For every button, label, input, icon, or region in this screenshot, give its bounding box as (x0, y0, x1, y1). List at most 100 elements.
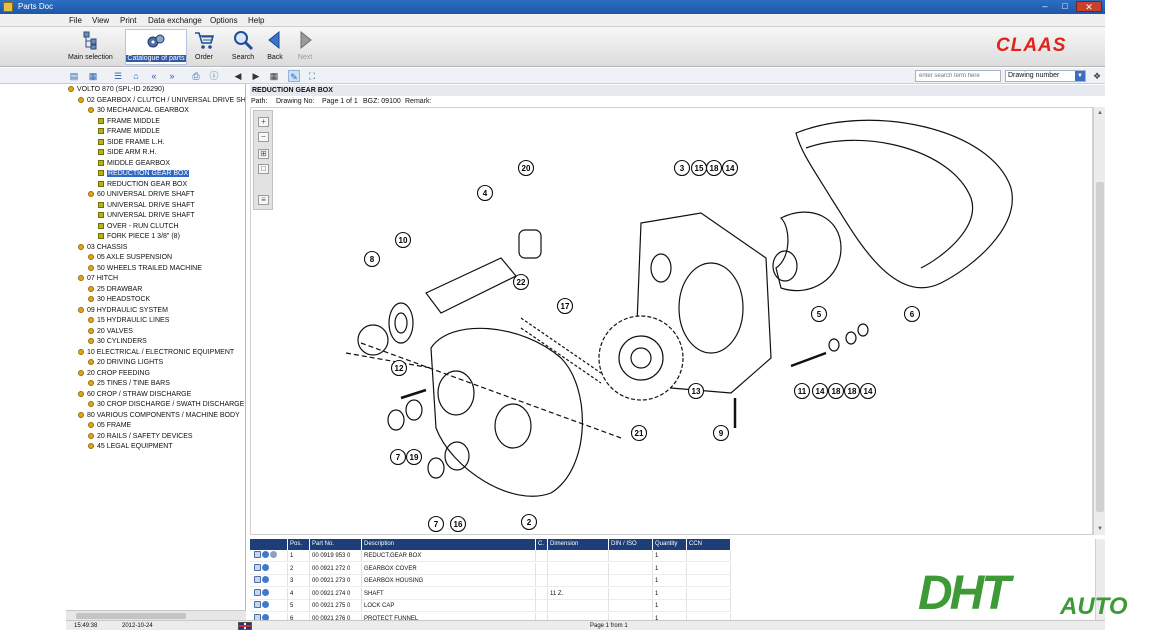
tree-item[interactable]: FRAME MIDDLE (98, 117, 160, 127)
tree-item[interactable]: 20 CROP FEEDING (78, 369, 150, 379)
callout-14[interactable]: 14 (859, 382, 877, 400)
grid-icon[interactable]: ▦ (269, 71, 279, 81)
callout-5[interactable]: 5 (810, 305, 828, 323)
attachment-icon[interactable] (270, 551, 277, 558)
callout-13[interactable]: 13 (687, 382, 705, 400)
col-part-no[interactable]: Part No. (310, 539, 362, 550)
order-button[interactable]: Order (192, 29, 216, 61)
view-list-icon[interactable]: ▤ (69, 71, 79, 81)
callout-2[interactable]: 2 (520, 513, 538, 531)
tree-item[interactable]: SIDE ARM R.H. (98, 148, 156, 158)
callout-6[interactable]: 6 (903, 305, 921, 323)
callout-7[interactable]: 7 (427, 515, 445, 533)
tree-item[interactable]: UNIVERSAL DRIVE SHAFT (98, 211, 195, 221)
parts-vertical-scrollbar[interactable] (1095, 539, 1105, 621)
info-icon[interactable] (262, 588, 269, 596)
col-pos[interactable]: Pos. (288, 539, 310, 550)
tree-item[interactable]: UNIVERSAL DRIVE SHAFT (98, 201, 195, 211)
callout-7[interactable]: 7 (389, 448, 407, 466)
callout-10[interactable]: 10 (394, 231, 412, 249)
zoom-page-button[interactable]: □ (258, 164, 269, 174)
add-to-cart-icon[interactable] (254, 576, 261, 583)
callout-8[interactable]: 8 (363, 250, 381, 268)
tree-item[interactable]: 45 LEGAL EQUIPMENT (88, 442, 173, 452)
tree-item[interactable]: 30 HEADSTOCK (88, 295, 150, 305)
chevron-down-icon[interactable]: ▼ (1075, 71, 1085, 81)
print-icon[interactable]: ⎙ (192, 71, 200, 81)
tree-item[interactable]: SIDE FRAME L.H. (98, 138, 165, 148)
info-icon[interactable] (262, 563, 269, 571)
tree-item[interactable]: MIDDLE GEARBOX (98, 159, 170, 169)
tree-item[interactable]: 30 CROP DISCHARGE / SWATH DISCHARGE / SW… (88, 400, 245, 410)
close-button[interactable]: ✕ (1076, 1, 1102, 12)
zoom-fit-button[interactable]: ⊞ (258, 149, 269, 159)
next-page-icon[interactable]: ▶ (252, 71, 260, 81)
tree-item[interactable]: FORK PIECE 1 3/8" (8) (98, 232, 180, 242)
tree-item[interactable]: 20 DRIVING LIGHTS (88, 358, 163, 368)
tree-item[interactable]: REDUCTION GEAR BOX (98, 169, 190, 179)
tree-item[interactable]: OVER - RUN CLUTCH (98, 222, 179, 232)
callout-3[interactable]: 3 (673, 159, 691, 177)
callout-18[interactable]: 18 (827, 382, 845, 400)
main-selection-button[interactable]: Main selection (68, 29, 113, 61)
callout-22[interactable]: 22 (512, 273, 530, 291)
callout-4[interactable]: 4 (476, 184, 494, 202)
callout-14[interactable]: 14 (811, 382, 829, 400)
callout-21[interactable]: 21 (630, 424, 648, 442)
tree-item[interactable]: 80 VARIOUS COMPONENTS / MACHINE BODY (78, 411, 240, 421)
tree-item[interactable]: VOLTO 870 (SPL-ID 26290) (68, 85, 164, 95)
tree-item[interactable]: 25 TINES / TINE BARS (88, 379, 170, 389)
callout-9[interactable]: 9 (712, 424, 730, 442)
tree-item[interactable]: 05 AXLE SUSPENSION (88, 253, 172, 263)
next-level-icon[interactable]: » (169, 71, 175, 81)
callout-18[interactable]: 18 (843, 382, 861, 400)
zoom-fit-icon[interactable]: ⛶ (308, 71, 316, 81)
info-icon[interactable] (262, 613, 269, 621)
tree-expand-icon[interactable]: ☰ (113, 71, 123, 81)
zoom-reset-button[interactable]: ≡ (258, 195, 269, 205)
menu-print[interactable]: Print (120, 16, 137, 25)
info-icon[interactable] (262, 551, 269, 558)
minimize-button[interactable]: – (1042, 1, 1048, 11)
tree-item[interactable]: 60 UNIVERSAL DRIVE SHAFT (88, 190, 194, 200)
callout-12[interactable]: 12 (390, 359, 408, 377)
callout-18[interactable]: 18 (705, 159, 723, 177)
add-to-cart-icon[interactable] (254, 601, 261, 608)
prev-page-icon[interactable]: ◀ (234, 71, 242, 81)
col-din-iso[interactable]: DIN / ISO (609, 539, 653, 550)
tree-item[interactable]: FRAME MIDDLE (98, 127, 160, 137)
tree-item[interactable]: REDUCTION GEAR BOX (98, 180, 187, 190)
search-input[interactable] (915, 70, 1001, 82)
search-button[interactable]: Search (230, 29, 256, 61)
tree-item[interactable]: 20 RAILS / SAFETY DEVICES (88, 432, 193, 442)
menu-options[interactable]: Options (210, 16, 238, 25)
zoom-in-button[interactable]: + (258, 117, 269, 127)
binoculars-icon[interactable]: ❖ (1092, 71, 1102, 81)
callout-19[interactable]: 19 (405, 448, 423, 466)
language-flag-icon[interactable] (238, 622, 252, 630)
add-to-cart-icon[interactable] (254, 551, 261, 558)
callout-15[interactable]: 15 (690, 159, 708, 177)
maximize-button[interactable]: □ (1062, 1, 1068, 11)
info-icon[interactable] (262, 601, 269, 608)
menu-file[interactable]: File (69, 16, 82, 25)
info-icon[interactable]: ⓘ (209, 71, 219, 81)
tree-item[interactable]: 15 HYDRAULIC LINES (88, 316, 169, 326)
col-ccn[interactable]: CCN (687, 539, 731, 550)
next-button[interactable]: Next (294, 29, 316, 61)
view-detail-icon[interactable]: ▦ (88, 71, 98, 81)
callout-16[interactable]: 16 (449, 515, 467, 533)
col-dimension[interactable]: Dimension (548, 539, 609, 550)
home-icon[interactable]: ⌂ (133, 71, 139, 81)
drawing-vertical-scrollbar[interactable]: ▲ ▼ (1093, 107, 1105, 535)
callout-20[interactable]: 20 (517, 159, 535, 177)
tree-item[interactable]: 02 GEARBOX / CLUTCH / UNIVERSAL DRIVE SH… (78, 96, 245, 106)
info-icon[interactable] (262, 576, 269, 583)
tree-item[interactable]: 07 HITCH (78, 274, 118, 284)
hotspot-icon[interactable]: ✎ (288, 70, 300, 82)
add-to-cart-icon[interactable] (254, 588, 261, 596)
